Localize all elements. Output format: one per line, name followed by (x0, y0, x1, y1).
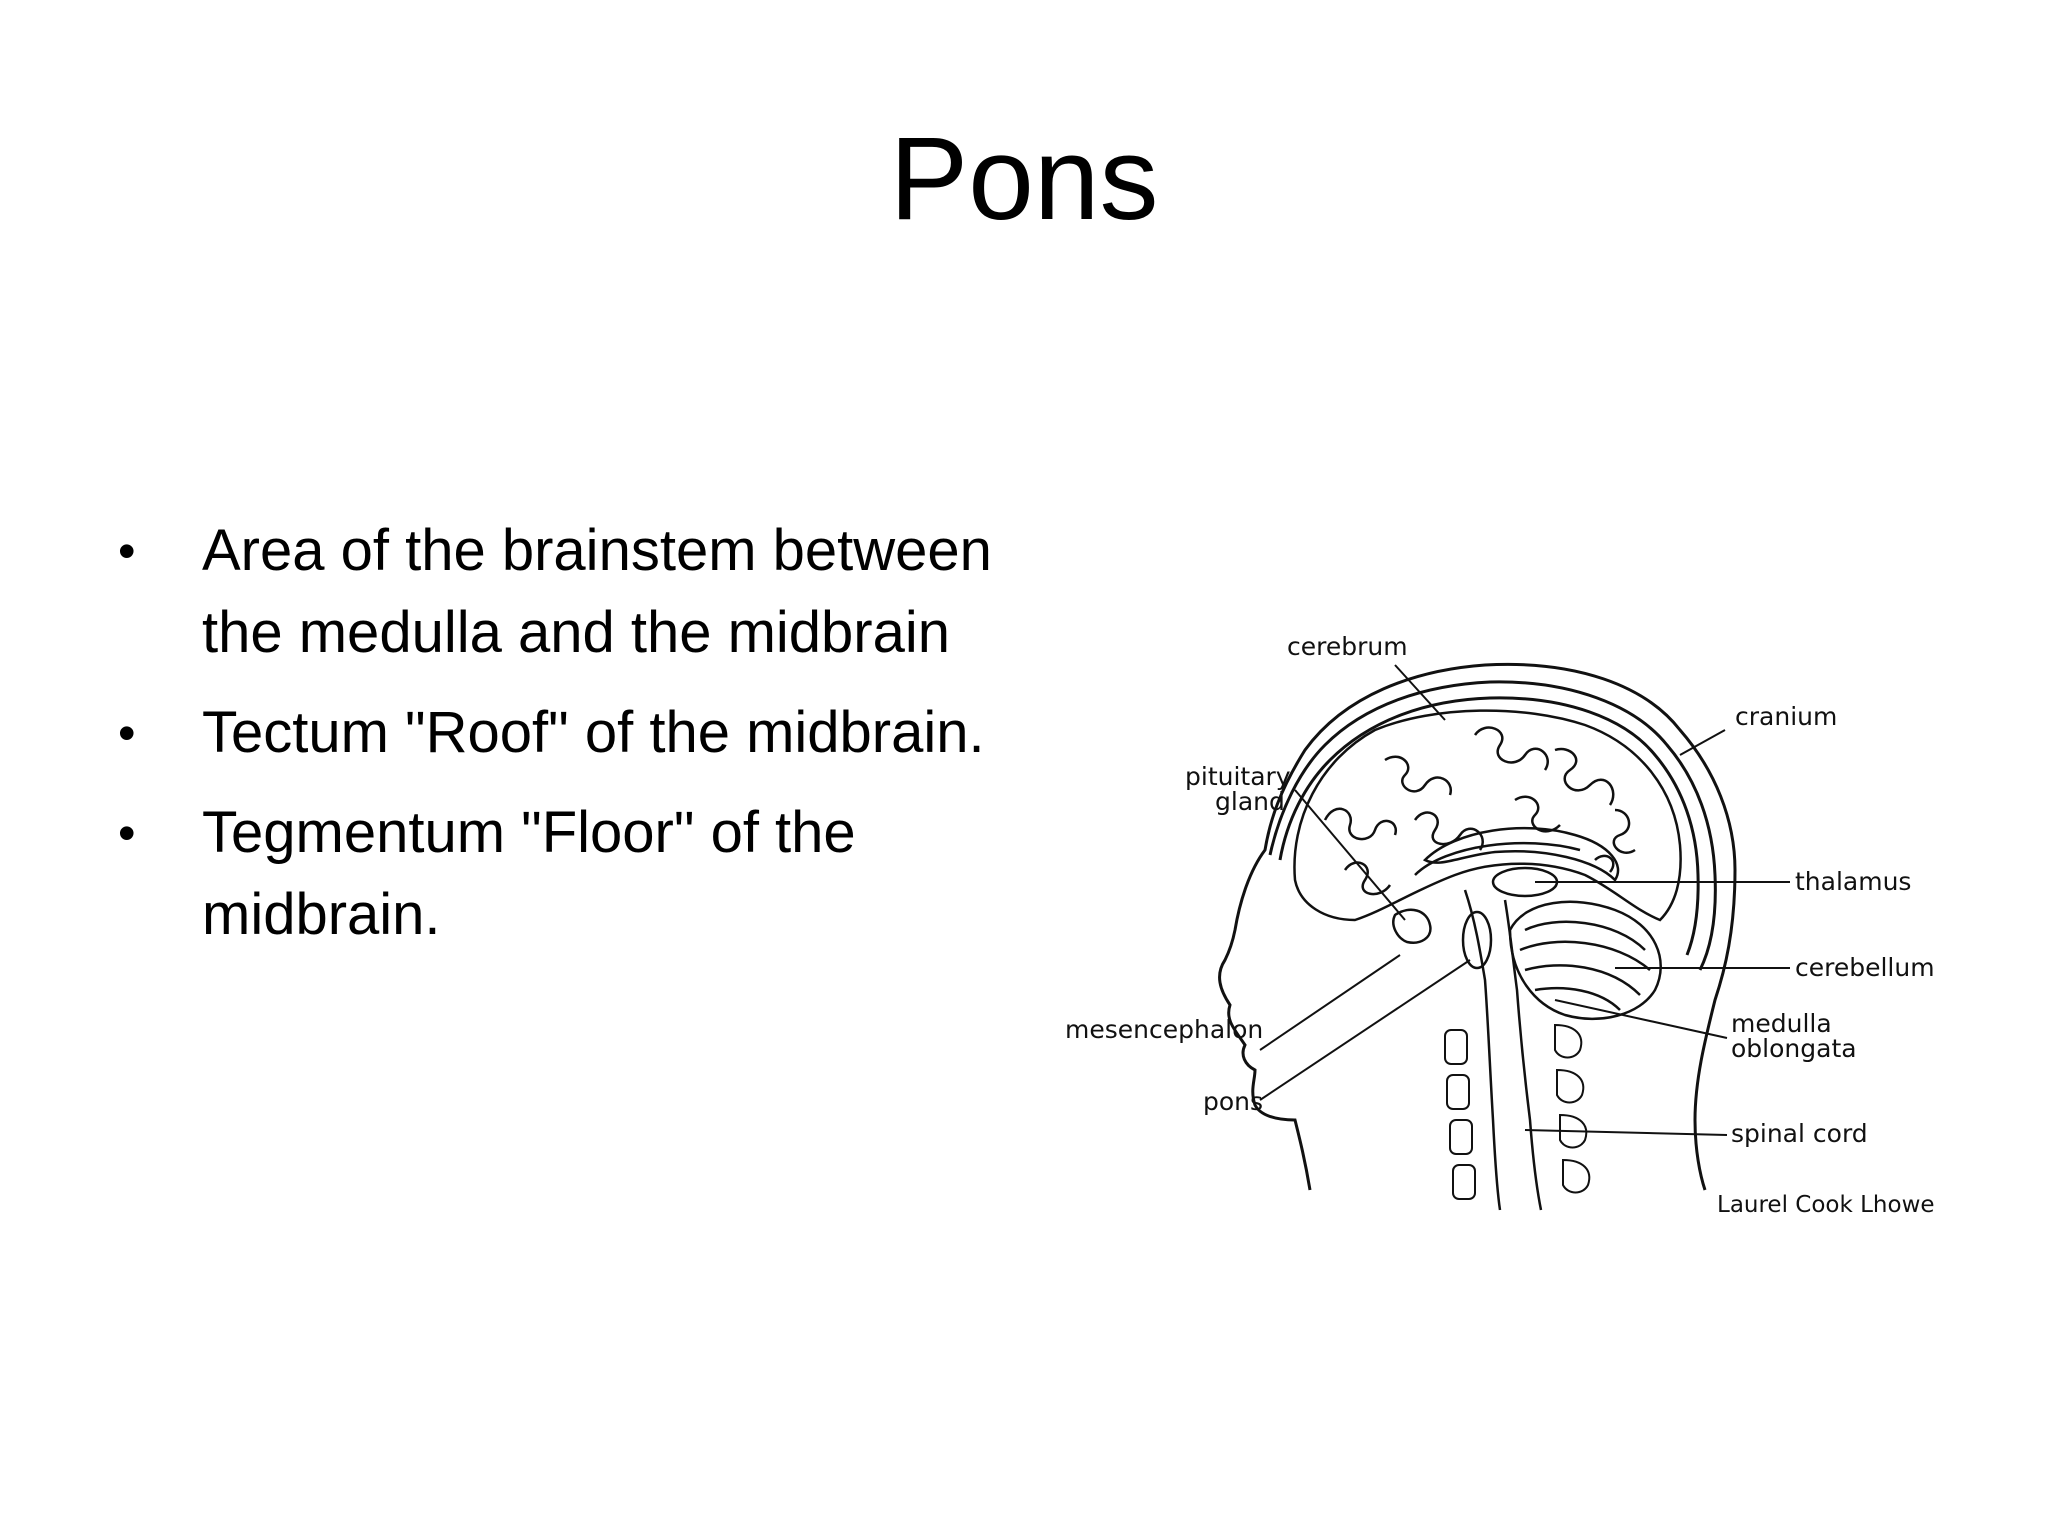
bullet-item: • Tegmentum "Floor" of the midbrain. (118, 792, 998, 956)
label-cerebrum: cerebrum (1287, 632, 1408, 661)
vertebrae (1444, 1023, 1591, 1200)
brain-anatomy-diagram: cerebrum cranium pituitary gland thalamu… (1055, 620, 1965, 1260)
label-mesencephalon: mesencephalon (1065, 1015, 1263, 1044)
bullet-text: Tectum "Roof" of the midbrain. (202, 700, 985, 765)
label-spinal-cord: spinal cord (1731, 1119, 1868, 1148)
cerebrum-shape (1293, 709, 1682, 922)
label-cranium: cranium (1735, 702, 1837, 731)
bullet-text: Tegmentum "Floor" of the midbrain. (202, 800, 856, 947)
image-credit: Laurel Cook Lhowe (1717, 1192, 1935, 1218)
pituitary-shape (1392, 908, 1432, 944)
cerebellum-shape (1508, 900, 1662, 1021)
bullet-text: Area of the brainstem between the medull… (202, 518, 992, 665)
thalamus-region (1414, 826, 1620, 898)
label-pituitary-line2: gland (1215, 787, 1285, 816)
bullet-dot: • (118, 523, 136, 579)
bullet-item: • Tectum "Roof" of the midbrain. (118, 692, 998, 774)
label-medulla-line1: medulla (1731, 1009, 1832, 1038)
brainstem-shape (1461, 889, 1543, 1211)
bullet-dot: • (118, 705, 136, 761)
bullet-list: • Area of the brainstem between the medu… (118, 510, 998, 974)
label-medulla-line2: oblongata (1731, 1034, 1857, 1063)
leader-lines (1259, 664, 1790, 1136)
brain-diagram-svg: cerebrum cranium pituitary gland thalamu… (1065, 632, 1935, 1218)
label-pituitary-line1: pituitary (1185, 762, 1291, 791)
label-cerebellum: cerebellum (1795, 953, 1935, 982)
head-outline (1218, 662, 1737, 1191)
label-pons: pons (1203, 1087, 1263, 1116)
bullet-dot: • (118, 805, 136, 861)
label-thalamus: thalamus (1795, 867, 1911, 896)
slide-title: Pons (889, 113, 1159, 245)
bullet-item: • Area of the brainstem between the medu… (118, 510, 998, 674)
